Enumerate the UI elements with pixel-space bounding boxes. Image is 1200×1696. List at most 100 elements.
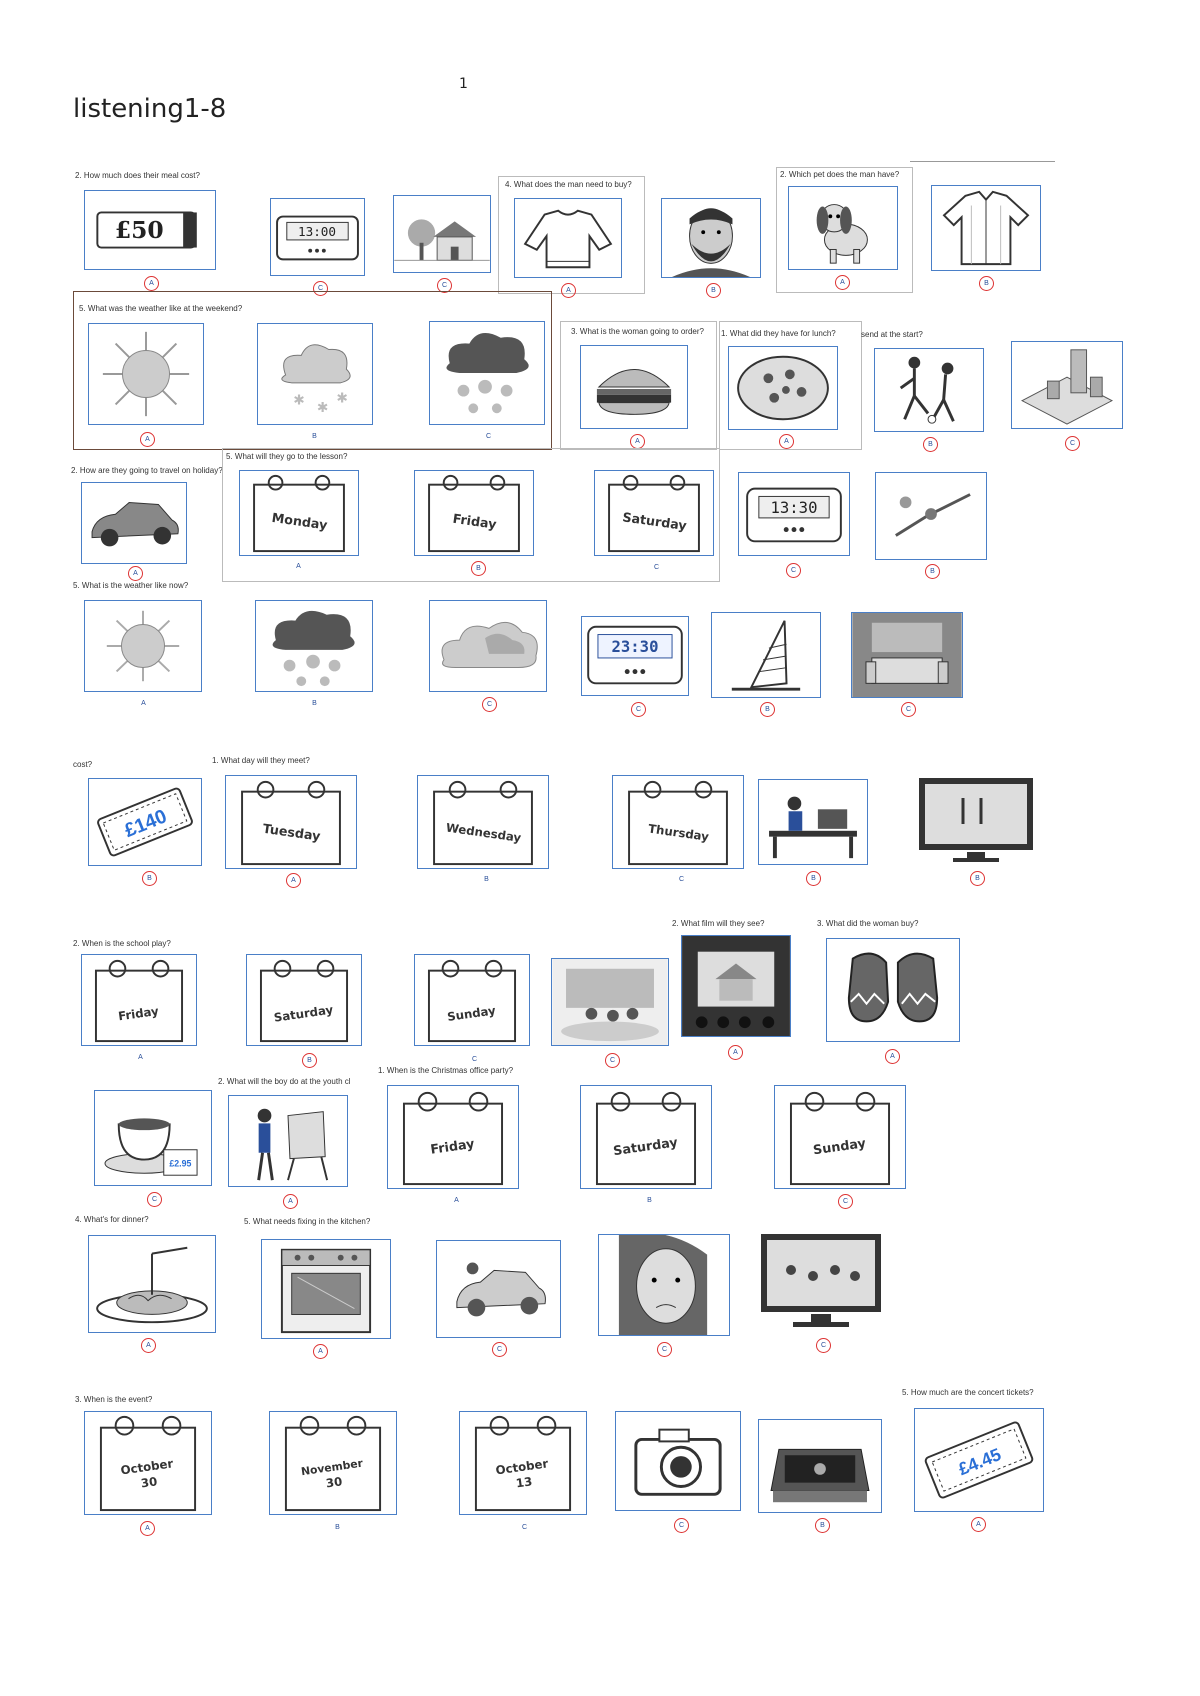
- calendar-text: Sunday: [812, 1136, 867, 1158]
- option-label: A: [128, 566, 143, 581]
- car-repair-image: [436, 1240, 561, 1338]
- question-event: 3. When is the event?: [75, 1395, 153, 1404]
- calendar-friday-3: Friday: [387, 1085, 519, 1189]
- option-label: A: [296, 563, 301, 570]
- option-label: A: [561, 283, 576, 298]
- city-image: [1011, 341, 1123, 429]
- question-meet: 1. What day will they meet?: [212, 756, 310, 765]
- option-label: C: [657, 1342, 672, 1357]
- calendar-text: 30: [325, 1474, 343, 1490]
- page-title: listening1-8: [73, 94, 227, 124]
- classroom-image: [551, 958, 669, 1046]
- question-christmas-party: 1. When is the Christmas office party?: [378, 1066, 514, 1075]
- option-label: A: [885, 1049, 900, 1064]
- calendar-friday: Friday: [414, 470, 534, 556]
- option-label: B: [806, 871, 821, 886]
- calendar-monday: Monday: [239, 470, 359, 556]
- question-order: 3. What is the woman going to order?: [571, 327, 704, 336]
- burger-image: [580, 345, 688, 429]
- tv-concert-image: [757, 1230, 885, 1332]
- question-lunch: 1. What did they have for lunch?: [721, 329, 836, 338]
- option-label: A: [141, 700, 146, 707]
- option-label: A: [454, 1197, 459, 1204]
- option-label: B: [706, 283, 721, 298]
- option-label: B: [923, 437, 938, 452]
- cinema-image: [681, 935, 791, 1037]
- question-lesson: 5. What will they go to the lesson?: [226, 452, 348, 461]
- calendar-tuesday: Tuesday: [225, 775, 357, 869]
- question-start: send at the start?: [861, 330, 923, 339]
- option-label: A: [140, 432, 155, 447]
- option-label: C: [786, 563, 801, 578]
- calendar-sunday-2: Sunday: [774, 1085, 906, 1189]
- calendar-friday-2: Friday: [81, 954, 197, 1046]
- option-label: B: [302, 1053, 317, 1068]
- option-label: C: [631, 702, 646, 717]
- option-label: B: [970, 871, 985, 886]
- football-image: [874, 348, 984, 432]
- option-label: A: [141, 1338, 156, 1353]
- calendar-saturday-3: Saturday: [580, 1085, 712, 1189]
- clock-1330-text: 13:30: [771, 499, 818, 517]
- house-image: [393, 195, 491, 273]
- calendar-text: Friday: [430, 1137, 477, 1158]
- calendar-text: Sunday: [446, 1003, 497, 1024]
- question-cost: cost?: [73, 760, 93, 769]
- question-man-buy: 4. What does the man need to buy?: [505, 180, 632, 189]
- option-label: C: [653, 564, 660, 571]
- sofa-room-image: [851, 612, 963, 698]
- option-label: B: [312, 433, 317, 440]
- question-woman-buy: 3. What did the woman buy?: [817, 919, 919, 928]
- option-label: B: [484, 876, 489, 883]
- snow-cloud-image: ✱✱✱: [257, 323, 373, 425]
- option-label: A: [779, 434, 794, 449]
- option-label: C: [678, 876, 685, 883]
- question-school-play: 2. When is the school play?: [73, 939, 171, 948]
- clock-1300-text: 13:00: [298, 224, 336, 239]
- option-label: B: [312, 700, 317, 707]
- option-label: A: [728, 1045, 743, 1060]
- pizza-image: [728, 346, 838, 430]
- option-label: B: [815, 1518, 830, 1533]
- oven-image: [261, 1239, 391, 1339]
- calendar-sunday: Sunday: [414, 954, 530, 1046]
- option-label: C: [485, 433, 492, 440]
- option-label: C: [838, 1194, 853, 1209]
- question-travel: 2. How are they going to travel on holid…: [71, 466, 223, 475]
- option-label: C: [482, 697, 497, 712]
- question-kitchen: 5. What needs fixing in the kitchen?: [244, 1217, 371, 1226]
- option-label: B: [647, 1197, 652, 1204]
- tv-dance-image: [915, 774, 1037, 866]
- option-label: B: [760, 702, 775, 717]
- rain-cloud-image: [429, 321, 545, 425]
- option-label: A: [286, 873, 301, 888]
- svg-text:✱: ✱: [317, 400, 329, 416]
- question-weather-now: 5. What is the weather like now?: [73, 581, 189, 590]
- option-label: B: [335, 1524, 340, 1531]
- shirt-image: [931, 185, 1041, 271]
- option-label: C: [437, 278, 452, 293]
- calendar-saturday: Saturday: [594, 470, 714, 556]
- option-label: B: [142, 871, 157, 886]
- tea-price-text: £2.95: [169, 1158, 191, 1168]
- option-label: A: [630, 434, 645, 449]
- diving-image: [875, 472, 987, 560]
- calendar-thursday: Thursday: [612, 775, 744, 869]
- calendar-text: Friday: [452, 511, 498, 532]
- option-label: C: [521, 1524, 528, 1531]
- option-label: C: [471, 1056, 478, 1063]
- question-weather-weekend: 5. What was the weather like at the week…: [79, 304, 243, 313]
- svg-text:✱: ✱: [337, 390, 349, 406]
- option-label: C: [674, 1518, 689, 1533]
- option-label: A: [140, 1521, 155, 1536]
- option-label: A: [283, 1194, 298, 1209]
- sweater-image: [514, 198, 622, 278]
- option-label: A: [138, 1054, 143, 1061]
- option-label: C: [313, 281, 328, 296]
- option-label: B: [471, 561, 486, 576]
- dog-image: [788, 186, 898, 270]
- calendar-wednesday: Wednesday: [417, 775, 549, 869]
- option-label: A: [313, 1344, 328, 1359]
